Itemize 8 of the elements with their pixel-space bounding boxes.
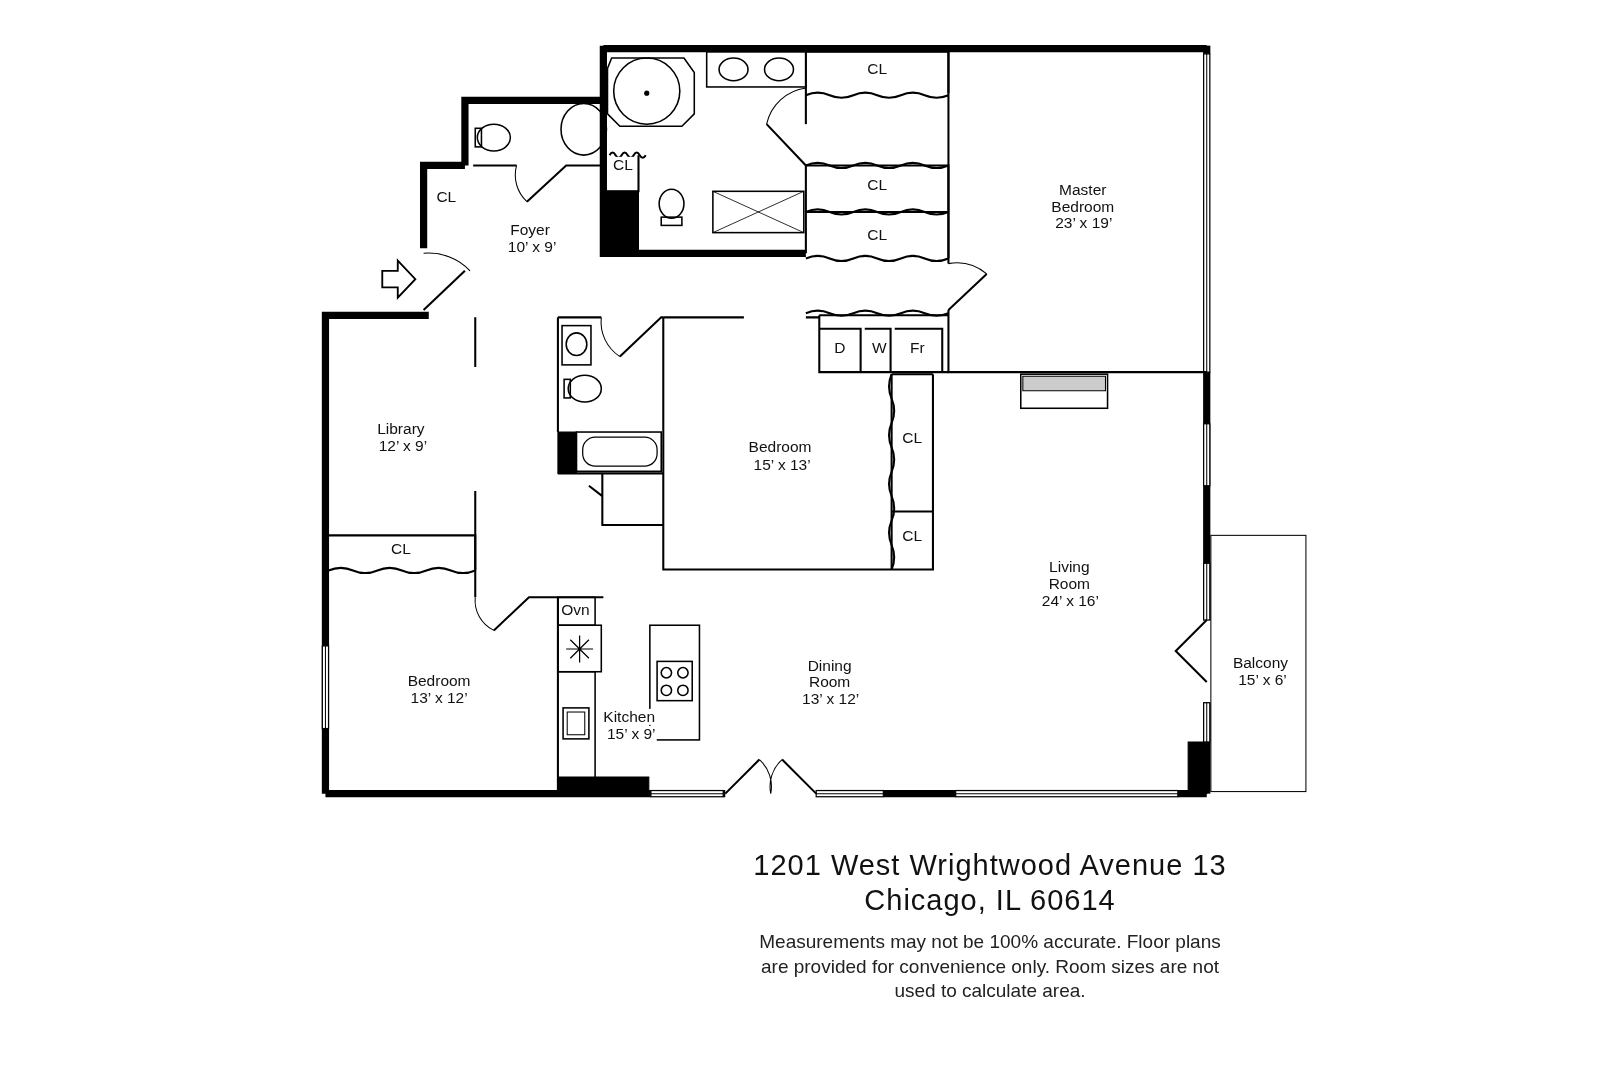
room-label: Kitchen — [602, 708, 657, 726]
disclaimer-note: Measurements may not be 100% accurate. Floor plans are provided for convenience only. Room sizes are not used to calculate area. — [758, 930, 1222, 1004]
room-label: Library — [376, 420, 426, 437]
room-label: 15’ x 9’ — [606, 725, 657, 742]
room-label: Foyer — [509, 222, 551, 239]
address-title: 1201 West Wrightwood Avenue 13 Chicago, IL 60614 — [752, 848, 1228, 918]
room-label: Bedroom — [406, 672, 472, 689]
room-label: Balcony — [1231, 655, 1290, 672]
